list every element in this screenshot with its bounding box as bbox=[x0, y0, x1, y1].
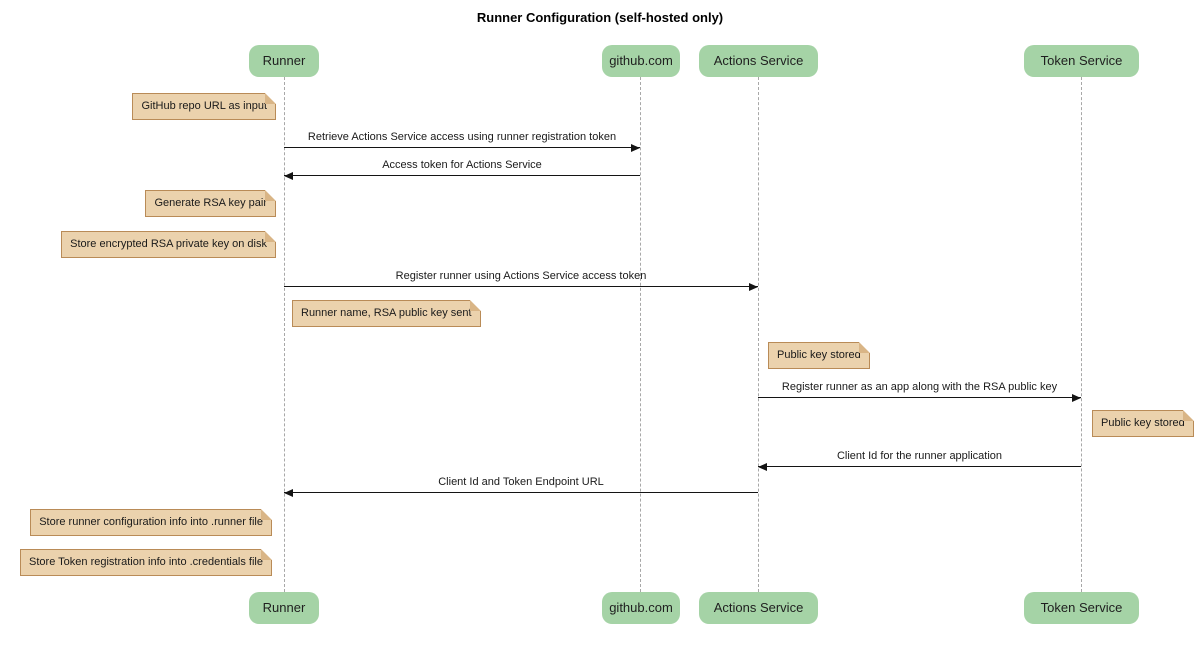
participant-top-github: github.com bbox=[602, 45, 680, 77]
lifeline-actions-service bbox=[758, 77, 759, 592]
note-store-private-key: Store encrypted RSA private key on disk bbox=[61, 231, 276, 258]
message-line bbox=[284, 175, 640, 176]
lifeline-runner bbox=[284, 77, 285, 592]
message-label: Client Id and Token Endpoint URL bbox=[438, 476, 604, 488]
message-line bbox=[758, 466, 1081, 467]
message-label: Access token for Actions Service bbox=[382, 159, 542, 171]
participant-top-token-service: Token Service bbox=[1024, 45, 1139, 77]
participant-bottom-github: github.com bbox=[602, 592, 680, 624]
participant-bottom-actions-service: Actions Service bbox=[699, 592, 818, 624]
note-generate-rsa: Generate RSA key pair bbox=[145, 190, 276, 217]
message-label: Retrieve Actions Service access using ru… bbox=[307, 131, 617, 143]
diagram-title: Runner Configuration (self-hosted only) bbox=[476, 10, 724, 25]
note-public-key-stored-actions: Public key stored bbox=[768, 342, 870, 369]
participant-top-runner: Runner bbox=[249, 45, 319, 77]
note-public-key-stored-token: Public key stored bbox=[1092, 410, 1194, 437]
arrowhead-right-icon bbox=[631, 144, 640, 152]
arrowhead-left-icon bbox=[758, 463, 767, 471]
arrowhead-right-icon bbox=[1072, 394, 1081, 402]
arrowhead-left-icon bbox=[284, 172, 293, 180]
arrowhead-right-icon bbox=[749, 283, 758, 291]
message-line bbox=[758, 397, 1081, 398]
message-line bbox=[284, 286, 758, 287]
note-runner-name-sent: Runner name, RSA public key sent bbox=[292, 300, 481, 327]
participant-bottom-runner: Runner bbox=[249, 592, 319, 624]
message-line bbox=[284, 147, 640, 148]
arrowhead-left-icon bbox=[284, 489, 293, 497]
participant-bottom-token-service: Token Service bbox=[1024, 592, 1139, 624]
lifeline-token-service bbox=[1081, 77, 1082, 592]
note-github-repo-url: GitHub repo URL as input bbox=[132, 93, 276, 120]
note-store-credentials-file: Store Token registration info into .cred… bbox=[20, 549, 272, 576]
message-label: Client Id for the runner application bbox=[836, 450, 1003, 462]
lifeline-github bbox=[640, 77, 641, 592]
message-label: Register runner using Actions Service ac… bbox=[395, 270, 647, 282]
message-label: Register runner as an app along with the… bbox=[781, 381, 1058, 393]
participant-top-actions-service: Actions Service bbox=[699, 45, 818, 77]
note-store-runner-file: Store runner configuration info into .ru… bbox=[30, 509, 272, 536]
message-line bbox=[284, 492, 758, 493]
